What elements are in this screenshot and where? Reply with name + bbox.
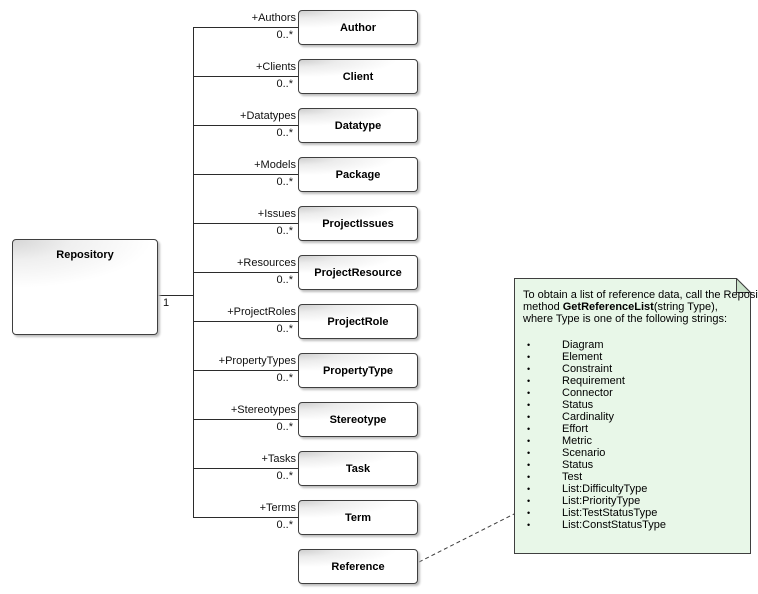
note-text-line: method GetReferenceList(string Type), (523, 301, 718, 313)
bullet-icon: • (527, 376, 531, 386)
note-list-item: •Scenario (523, 447, 743, 459)
bullet-icon: • (527, 496, 531, 506)
note-list-item: •Requirement (523, 375, 743, 387)
class-name-label: Author (339, 21, 377, 34)
bullet-icon: • (527, 448, 531, 458)
association-multiplicity-label: 0..* (276, 323, 293, 335)
association-role-label: +Stereotypes (230, 404, 296, 416)
repository-multiplicity-label: 1 (163, 297, 170, 309)
association-multiplicity-label: 0..* (276, 225, 293, 237)
association-role-label: +Models (254, 159, 296, 171)
association-role-label: +Issues (257, 208, 296, 220)
class-name-label: Task (345, 462, 371, 475)
note-list-item: •Status (523, 399, 743, 411)
bullet-icon: • (527, 412, 531, 422)
class-propertytype: PropertyType (298, 353, 418, 388)
bullet-icon: • (527, 400, 531, 410)
association-multiplicity-label: 0..* (276, 421, 293, 433)
association-multiplicity-label: 0..* (276, 519, 293, 531)
class-repository: Repository (12, 239, 158, 335)
bullet-icon: • (527, 424, 531, 434)
bullet-icon: • (527, 484, 531, 494)
note-list-item: •Element (523, 351, 743, 363)
class-name-label: PropertyType (322, 364, 394, 377)
association-multiplicity-label: 0..* (276, 274, 293, 286)
bullet-icon: • (527, 472, 531, 482)
bullet-icon: • (527, 352, 531, 362)
class-reference: Reference (298, 549, 418, 584)
association-role-label: +Resources (236, 257, 296, 269)
note-list-item: •Connector (523, 387, 743, 399)
note-list-item: •Cardinality (523, 411, 743, 423)
association-role-label: +Datatypes (240, 110, 296, 122)
note-list-item: •List:TestStatusType (523, 507, 743, 519)
class-author: Author (298, 10, 418, 45)
uml-note: To obtain a list of reference data, call… (514, 278, 758, 554)
bullet-icon: • (527, 364, 531, 374)
association-role-label: +Clients (255, 61, 296, 73)
note-list-item: •Effort (523, 423, 743, 435)
association-role-label: +Authors (251, 12, 296, 24)
note-list-item: •List:PriorityType (523, 495, 743, 507)
note-list: •Diagram •Element •Constraint •Requireme… (523, 339, 743, 531)
class-name-label: ProjectIssues (322, 217, 394, 230)
bullet-icon: • (527, 436, 531, 446)
bullet-icon: • (527, 520, 531, 530)
association-role-label: +PropertyTypes (218, 355, 296, 367)
class-name-label: ProjectRole (327, 315, 389, 328)
note-list-item: •Diagram (523, 339, 743, 351)
class-name-label: Package (335, 168, 381, 181)
bullet-icon: • (527, 388, 531, 398)
class-projectissues: ProjectIssues (298, 206, 418, 241)
note-list-item: •Status (523, 459, 743, 471)
note-shape (514, 278, 751, 554)
note-list-item: •Test (523, 471, 743, 483)
class-task: Task (298, 451, 418, 486)
class-package: Package (298, 157, 418, 192)
class-name-label: ProjectResource (314, 266, 402, 279)
note-list-item: •Metric (523, 435, 743, 447)
bullet-icon: • (527, 340, 531, 350)
note-list-item: •Constraint (523, 363, 743, 375)
class-name-label: Term (344, 511, 372, 524)
note-list-item: •List:ConstStatusType (523, 519, 743, 531)
class-name-label: Client (342, 70, 374, 83)
association-multiplicity-label: 0..* (276, 127, 293, 139)
note-text-line: To obtain a list of reference data, call… (523, 289, 758, 301)
class-projectrole: ProjectRole (298, 304, 418, 339)
bullet-icon: • (527, 508, 531, 518)
bullet-icon: • (527, 460, 531, 470)
association-multiplicity-label: 0..* (276, 372, 293, 384)
association-multiplicity-label: 0..* (276, 176, 293, 188)
class-name-label: Reference (331, 560, 385, 573)
note-text-line: where Type is one of the following strin… (523, 313, 728, 325)
association-role-label: +Terms (259, 502, 296, 514)
note-background (514, 278, 751, 554)
association-multiplicity-label: 0..* (276, 29, 293, 41)
class-name-label: Repository (56, 249, 114, 261)
class-client: Client (298, 59, 418, 94)
class-term: Term (298, 500, 418, 535)
association-multiplicity-label: 0..* (276, 470, 293, 482)
note-text: To obtain a list of reference data, call… (523, 289, 758, 531)
association-role-label: +ProjectRoles (227, 306, 296, 318)
class-stereotype: Stereotype (298, 402, 418, 437)
note-method-name: GetReferenceList (562, 301, 654, 313)
association-role-label: +Tasks (261, 453, 296, 465)
class-name-label: Stereotype (329, 413, 387, 426)
class-name-label: Datatype (334, 119, 382, 132)
note-list-item: •List:DifficultyType (523, 483, 743, 495)
association-multiplicity-label: 0..* (276, 78, 293, 90)
class-projectresource: ProjectResource (298, 255, 418, 290)
note-dogear-icon (736, 278, 751, 293)
class-datatype: Datatype (298, 108, 418, 143)
